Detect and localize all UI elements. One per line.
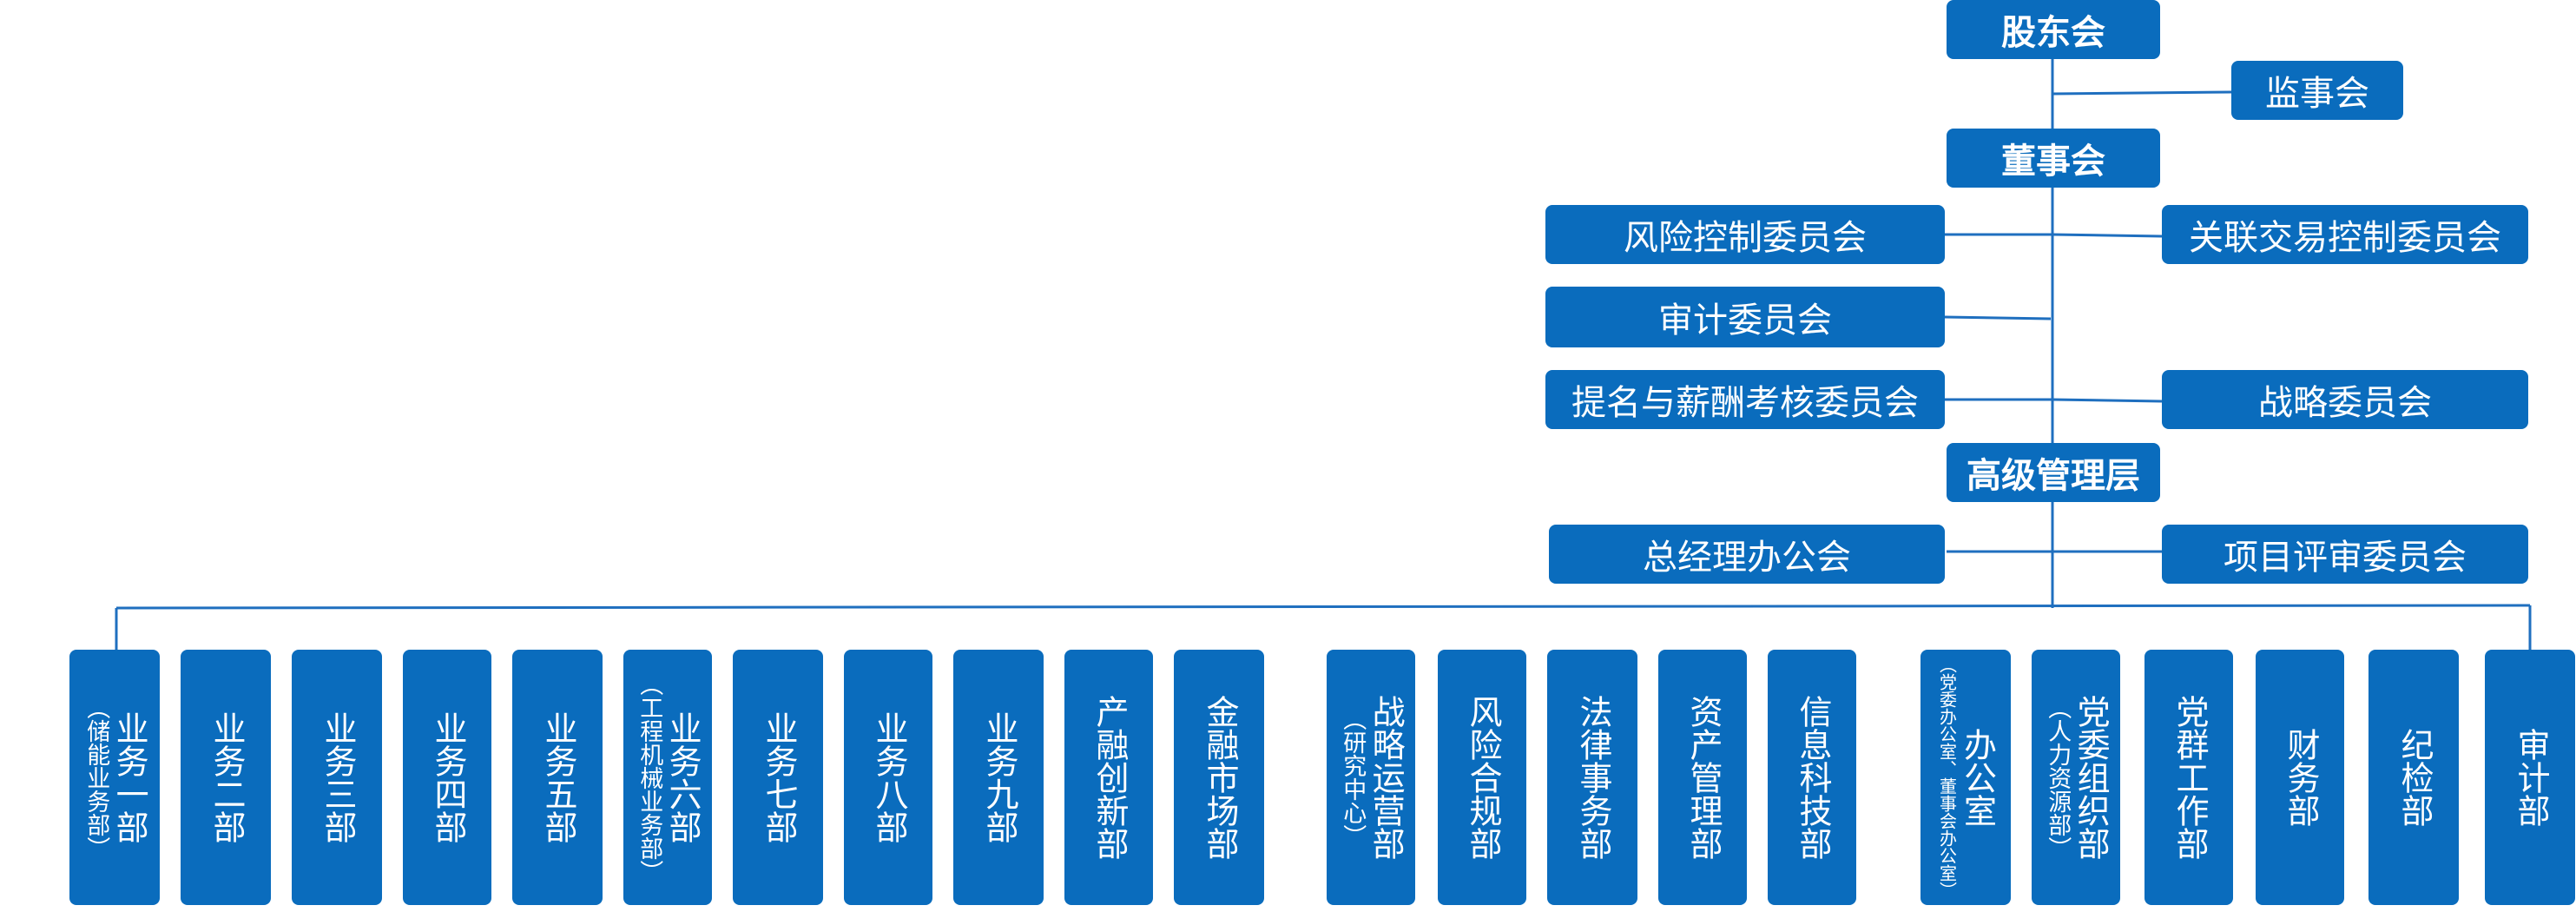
department-name: 业务六部 (663, 711, 702, 843)
department-box: 业务八部 (844, 650, 932, 905)
department-name: 产融创新部 (1090, 695, 1129, 860)
department-box: 业务四部 (403, 650, 491, 905)
department-box: 业务五部 (512, 650, 603, 905)
department-box: 产融创新部 (1064, 650, 1153, 905)
department-subtitle: （工程机械业务部） (636, 671, 663, 883)
department-box: 风险合规部 (1438, 650, 1526, 905)
board-label: 董事会 (2001, 142, 2105, 182)
project-review-committee-node: 项目评审委员会 (2162, 525, 2528, 584)
project-review-committee-label: 项目评审委员会 (2224, 538, 2467, 578)
department-box: 纪检部 (2368, 650, 2459, 905)
department-name: 信息科技部 (1793, 695, 1832, 860)
shareholders-label: 股东会 (2001, 13, 2105, 53)
department-bus-line (115, 604, 2531, 610)
department-box: 党委组织部 （人力资源部） (2032, 650, 2120, 905)
department-name: 业务二部 (207, 711, 246, 843)
department-name: 党委组织部 (2072, 695, 2111, 860)
department-box: 信息科技部 (1768, 650, 1856, 905)
department-subtitle: （储能业务部） (82, 695, 110, 860)
department-name: 业务九部 (979, 711, 1018, 843)
department-name: 业务三部 (318, 711, 357, 843)
department-box: 财务部 (2256, 650, 2344, 905)
department-name: 战略运营部 (1367, 695, 1406, 860)
department-name: 金融市场部 (1200, 695, 1239, 860)
related-transaction-committee-node: 关联交易控制委员会 (2162, 205, 2528, 264)
department-name: 审计部 (2511, 728, 2550, 827)
department-name: 风险合规部 (1463, 695, 1502, 860)
department-name: 纪检部 (2395, 728, 2434, 827)
department-box: 办公室 （党委办公室、董事会办公室） (1920, 650, 2011, 905)
department-name: 业务八部 (869, 711, 908, 843)
department-box: 业务九部 (953, 650, 1044, 905)
senior-management-label: 高级管理层 (1967, 456, 2140, 496)
supervisors-connector (2052, 90, 2232, 96)
related-transaction-committee-label: 关联交易控制委员会 (2189, 218, 2501, 258)
department-box: 战略运营部 （研究中心） (1327, 650, 1415, 905)
board-node: 董事会 (1947, 129, 2160, 188)
department-subtitle: （人力资源部） (2044, 695, 2072, 860)
supervisors-node: 监事会 (2231, 61, 2403, 120)
department-box: 法律事务部 (1547, 650, 1637, 905)
department-box: 业务二部 (181, 650, 271, 905)
department-subtitle: （研究中心） (1339, 707, 1367, 848)
department-name: 资产管理部 (1683, 695, 1723, 860)
senior-management-node: 高级管理层 (1947, 443, 2160, 502)
department-name: 业务一部 (110, 711, 149, 843)
department-box: 金融市场部 (1174, 650, 1264, 905)
related-transaction-connector (2052, 233, 2163, 238)
audit-committee-label: 审计委员会 (1658, 301, 1832, 340)
gm-office-meeting-node: 总经理办公会 (1549, 525, 1945, 584)
supervisors-label: 监事会 (2265, 74, 2369, 114)
department-box: 资产管理部 (1658, 650, 1747, 905)
department-name: 法律事务部 (1573, 695, 1612, 860)
department-box: 业务七部 (733, 650, 823, 905)
department-name: 业务四部 (428, 711, 467, 843)
department-name: 党群工作部 (2170, 695, 2209, 860)
department-name: 办公室 (1958, 728, 1997, 827)
department-name: 业务五部 (538, 711, 577, 843)
department-box: 党群工作部 (2144, 650, 2233, 905)
risk-control-committee-label: 风险控制委员会 (1624, 218, 1867, 258)
nomination-committee-label: 提名与薪酬考核委员会 (1571, 383, 1919, 423)
department-box: 业务三部 (292, 650, 382, 905)
department-subtitle: （党委办公室、董事会办公室） (1936, 656, 1958, 899)
department-name: 财务部 (2281, 728, 2320, 827)
department-box: 业务一部 （储能业务部） (69, 650, 160, 905)
department-box: 业务六部 （工程机械业务部） (623, 650, 712, 905)
audit-connector (1944, 315, 2052, 321)
gm-office-meeting-label: 总经理办公会 (1643, 538, 1851, 578)
strategy-connector (2052, 398, 2163, 403)
strategy-committee-node: 战略委员会 (2162, 370, 2528, 429)
strategy-committee-label: 战略委员会 (2258, 383, 2432, 423)
audit-committee-node: 审计委员会 (1545, 287, 1945, 347)
shareholders-node: 股东会 (1947, 0, 2160, 59)
department-name: 业务七部 (759, 711, 798, 843)
risk-control-committee-node: 风险控制委员会 (1545, 205, 1945, 264)
nomination-committee-node: 提名与薪酬考核委员会 (1545, 370, 1945, 429)
department-box: 审计部 (2485, 650, 2575, 905)
